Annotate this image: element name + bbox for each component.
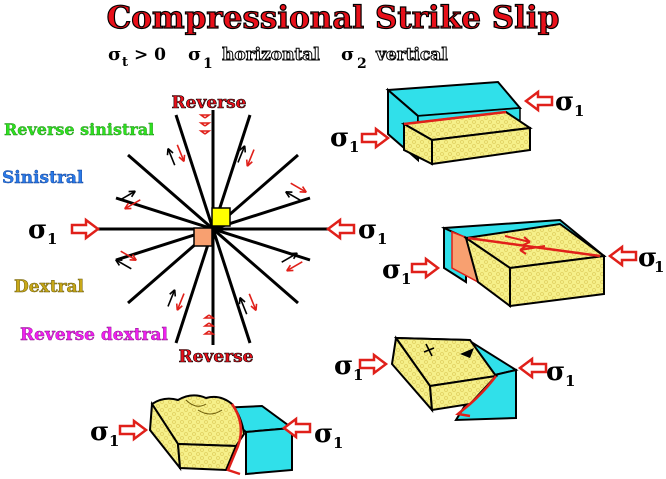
block4-front-cyan xyxy=(245,426,293,476)
block4-arrow-left xyxy=(118,419,148,441)
block4-ridge-texture xyxy=(185,399,223,415)
fault-rose: σ 1 σ 1 Reverse Reverse Reverse sinistra… xyxy=(2,93,388,368)
block4-sigma-left-sub: 1 xyxy=(109,432,119,450)
block1-sigma-right-sub: 1 xyxy=(574,102,584,120)
block3-dip-marker xyxy=(460,348,474,358)
sigma1-symbol: σ xyxy=(188,44,201,65)
block-thrust-ridge: σ 1 σ 1 xyxy=(90,394,343,476)
rose-sigma-left: σ xyxy=(28,215,47,245)
subtitle: σ t > 0 σ 1 horizontal σ 2 vertical xyxy=(108,44,449,72)
slip-indicator-1 xyxy=(164,142,188,168)
sigma1-direction: horizontal xyxy=(222,45,320,65)
block2-sigma-left: σ xyxy=(382,255,401,285)
page-title: Compressional Strike Slip xyxy=(107,0,560,36)
block3-sigma-left: σ xyxy=(334,351,353,381)
block4-sigma-right-sub: 1 xyxy=(333,434,343,452)
block1-sigma-left-sub: 1 xyxy=(349,138,359,156)
block2-slip-arrow-1 xyxy=(504,235,531,246)
block4-front-yellow xyxy=(176,442,238,472)
rose-arrow-right xyxy=(326,218,356,240)
slip-indicator-5 xyxy=(113,247,139,273)
label-reverse-top: Reverse xyxy=(172,93,247,113)
label-sinistral: Sinistral xyxy=(2,168,84,188)
sigma-t-subscript: t xyxy=(122,55,128,70)
rose-sigma-right-sub: 1 xyxy=(377,230,387,248)
block2-sigma-left-sub: 1 xyxy=(401,270,411,288)
sigma2-direction: vertical xyxy=(375,45,448,65)
label-reverse-bottom: Reverse xyxy=(179,347,254,367)
block1-arrow-right xyxy=(524,90,554,112)
block-strike-slip: σ 1 σ 1 xyxy=(382,218,664,308)
rose-sigma-right: σ xyxy=(358,215,377,245)
block3-side-cyan xyxy=(454,368,517,422)
block4-fault-line xyxy=(226,403,243,476)
block3-fault-line xyxy=(455,375,497,418)
block1-sigma-right: σ xyxy=(555,87,574,117)
slip-indicator-6 xyxy=(279,249,305,275)
rose-sigma-left-sub: 1 xyxy=(47,230,57,248)
block2-slip-arrow-2 xyxy=(519,245,546,255)
slip-indicator-reverse-top xyxy=(200,114,210,135)
sigma2-subscript: 2 xyxy=(357,56,367,72)
block1-sigma-left: σ xyxy=(330,123,349,153)
block3-sigma-right-sub: 1 xyxy=(565,372,575,390)
block2-arrow-left xyxy=(410,257,440,279)
block3-slip-arrow xyxy=(423,343,435,357)
sigma-t-condition: > 0 xyxy=(134,45,166,65)
sigma2-symbol: σ xyxy=(341,44,354,65)
sigma1-subscript: 1 xyxy=(203,56,213,72)
block1-fault-line xyxy=(403,110,507,126)
slip-indicator-7 xyxy=(164,287,188,313)
block-reverse-fault: σ 1 σ 1 xyxy=(330,80,584,166)
block2-sigma-right: σ xyxy=(638,243,657,273)
block3-sigma-left-sub: 1 xyxy=(353,366,363,384)
block2-right-yellow xyxy=(509,254,605,308)
block4-sigma-right: σ xyxy=(314,419,333,449)
label-reverse-dextral: Reverse dextral xyxy=(20,325,169,345)
block2-sigma-right-sub: 1 xyxy=(654,258,664,276)
block4-sigma-left: σ xyxy=(90,417,109,447)
block3-sigma-right: σ xyxy=(546,357,565,387)
block3-arrow-right xyxy=(518,357,548,379)
label-reverse-sinistral: Reverse sinistral xyxy=(4,120,154,139)
rose-line-steep-2 xyxy=(174,114,252,344)
sigma-t-symbol: σ xyxy=(108,44,121,65)
center-square-orange xyxy=(193,227,213,247)
rose-arrow-left xyxy=(70,218,100,240)
label-dextral: Dextral xyxy=(14,277,85,297)
block3-arrow-left xyxy=(358,353,388,375)
block-oblique-fault: σ 1 σ 1 xyxy=(334,335,575,422)
block1-front-yellow xyxy=(431,126,531,166)
block2-arrow-right xyxy=(608,245,638,267)
center-square-yellow xyxy=(211,207,231,227)
block1-arrow-left xyxy=(360,127,390,149)
